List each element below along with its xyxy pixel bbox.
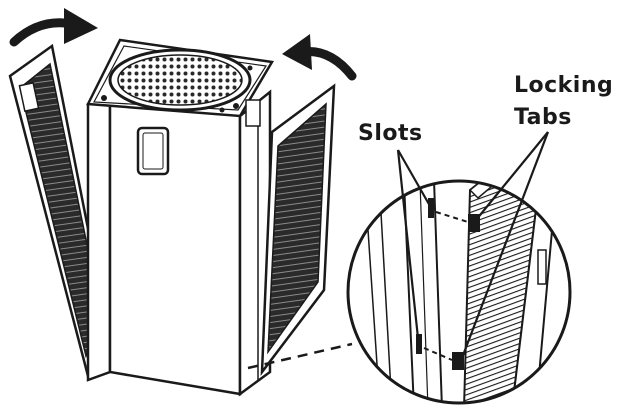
- magnifier-leader-line: [247, 342, 353, 370]
- rotate-arrow-right-icon: [282, 34, 357, 81]
- locking-tabs-pointer-lines: [460, 131, 550, 359]
- right-filter-panel: [260, 83, 336, 376]
- locking-tabs-label-line2: Tabs: [514, 105, 572, 130]
- purifier-body: [86, 38, 275, 397]
- rotate-arrow-left-icon: [9, 8, 98, 47]
- slots-pointer-lines: [396, 149, 431, 339]
- magnified-detail: [346, 179, 572, 405]
- left-filter-panel: [8, 43, 110, 380]
- slots-label: Slots: [358, 121, 423, 146]
- locking-tabs-label-line1: Locking: [514, 73, 613, 98]
